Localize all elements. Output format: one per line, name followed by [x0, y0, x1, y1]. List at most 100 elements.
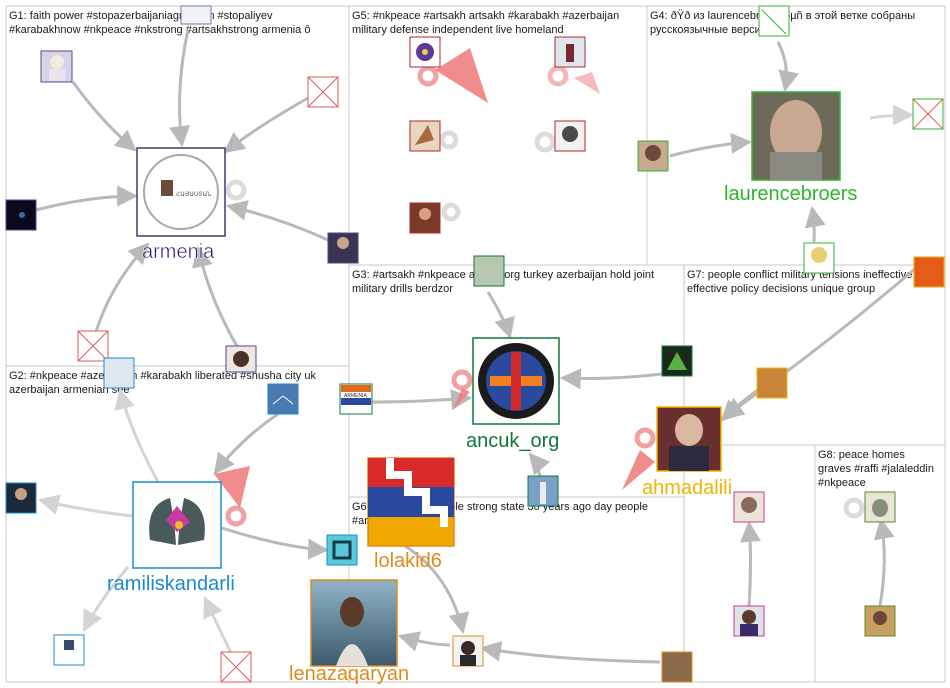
edge — [82, 566, 130, 632]
node-label-laurencebroers: laurencebroers — [724, 183, 857, 205]
avatar-missing-image[interactable] — [220, 651, 252, 683]
edge — [93, 242, 150, 336]
avatar-g2-square-logo[interactable] — [326, 534, 358, 566]
edge — [740, 520, 761, 607]
edge — [213, 412, 279, 475]
edges-light — [37, 104, 915, 656]
avatar-g3-armenia-badge[interactable]: ARMENIA — [339, 383, 373, 415]
edge — [776, 41, 799, 93]
edge — [873, 517, 895, 607]
avatar-g5-flower[interactable] — [409, 36, 441, 68]
edge — [221, 526, 330, 560]
avatar-g9-young[interactable] — [733, 605, 765, 637]
self-loop — [547, 65, 569, 87]
node-label-ahmadalili: ahmadalili — [642, 477, 732, 499]
node-ahmadalili[interactable] — [656, 406, 722, 472]
avatar-g2-dark-man[interactable] — [5, 482, 37, 514]
edge — [192, 245, 240, 349]
avatar-g1-anime[interactable] — [225, 345, 257, 373]
self-loop — [417, 65, 439, 87]
avatar-g4-logo[interactable] — [803, 242, 835, 274]
avatar-g5-people[interactable] — [409, 202, 441, 234]
avatar-g8-man[interactable] — [864, 605, 896, 637]
group-label-g2-line2: azerbaijan armenian see — [9, 384, 129, 396]
edge — [722, 266, 917, 419]
self-loop — [441, 202, 461, 222]
avatar-g3-statue2[interactable] — [527, 475, 559, 507]
edge — [528, 452, 551, 477]
avatar-g1-uniform[interactable] — [327, 232, 359, 264]
edge — [225, 200, 329, 242]
node-label-armenia: armenia — [142, 241, 215, 263]
avatar-g9-bearded[interactable] — [733, 491, 765, 523]
node-armenia[interactable]: ՀԱՅԱՍՏԱՆ — [136, 147, 226, 237]
avatar-g6-group[interactable] — [661, 651, 693, 683]
group-label-g3-line2: military drills berdzor — [352, 283, 453, 295]
edge — [804, 205, 826, 243]
group-label-g8-line3: #nkpeace — [818, 477, 866, 489]
avatar-g7-painting[interactable] — [756, 367, 788, 399]
edge — [114, 387, 160, 483]
self-loop — [843, 497, 865, 519]
self-loop-marker — [214, 466, 250, 508]
avatar-g2-book[interactable] — [267, 383, 299, 415]
avatar-g2-top[interactable] — [103, 357, 135, 389]
avatar-missing-image[interactable] — [77, 330, 109, 362]
self-loop-triangles — [214, 48, 655, 508]
group-label-g4-line2: русскоязычные версии — [650, 24, 767, 36]
avatar-missing-image[interactable] — [307, 76, 339, 108]
edge — [869, 104, 915, 126]
group-label-g5-line1: G5: #nkpeace #artsakh artsakh #karabakh … — [352, 10, 619, 22]
group-label-g7-line1: G7: people conflict military tensions in… — [687, 269, 912, 281]
avatar-g1-dark[interactable] — [5, 199, 37, 231]
avatar-g6-woman[interactable] — [452, 635, 484, 667]
avatar-g7-flag[interactable] — [913, 256, 945, 288]
node-lenazaqaryan[interactable] — [310, 579, 398, 667]
node-label-ancuk_org: ancuk_org — [466, 430, 559, 452]
avatar-g5-soldier[interactable] — [554, 36, 586, 68]
avatar-g4-woman[interactable] — [637, 140, 669, 172]
avatar-g1-elder[interactable] — [40, 50, 73, 83]
avatar-missing-image[interactable] — [912, 98, 944, 130]
avatar-g5-man[interactable] — [554, 120, 586, 152]
armenia-logo-text: ՀԱՅԱՍՏԱՆ — [176, 192, 212, 198]
edge — [397, 631, 451, 652]
self-loop — [634, 427, 656, 449]
group-label-g2-line1: G2: #nkpeace #azerbaijan #karabakh liber… — [9, 370, 316, 382]
avatar-g8-dog[interactable] — [864, 491, 896, 523]
group-label-g1-line2: #karabakhnow #nkpeace #nkstrong #artsakh… — [9, 24, 310, 36]
avatar-g2-uk-embassy[interactable] — [53, 634, 85, 666]
edge — [169, 29, 191, 148]
edge — [404, 544, 470, 635]
edge — [35, 185, 139, 212]
group-label-g7-line2: effective policy decisions unique group — [687, 283, 875, 295]
node-laurencebroers[interactable] — [751, 91, 841, 181]
group-label-g8-line1: G8: peace homes — [818, 449, 905, 461]
self-loop — [534, 131, 556, 153]
node-ancuk_org[interactable] — [472, 337, 560, 425]
node-ramiliskandarli[interactable] — [132, 481, 222, 569]
avatar-g4-top[interactable] — [758, 5, 790, 37]
group-box-g8 — [814, 444, 946, 683]
edge — [71, 81, 137, 152]
edge — [371, 389, 473, 410]
edges — [35, 29, 917, 664]
avatar-g5-bird[interactable] — [409, 120, 441, 152]
avatar-g3-statue[interactable] — [473, 255, 505, 287]
edge — [479, 640, 661, 664]
self-loop-marker — [622, 450, 655, 490]
edge — [203, 596, 234, 656]
group-label-g5-line2: military defense independent live homela… — [352, 24, 564, 36]
node-lolakid6[interactable] — [367, 457, 455, 547]
self-loop — [225, 179, 247, 201]
edge — [669, 132, 753, 158]
avatar-g3-media[interactable] — [661, 345, 693, 377]
avatar-g1-top[interactable] — [180, 5, 212, 25]
edge — [223, 96, 309, 154]
self-loop — [451, 369, 473, 391]
self-loop-marker — [453, 388, 470, 410]
self-loop — [439, 130, 459, 150]
self-loop — [225, 505, 247, 527]
self-loop-marker — [574, 72, 600, 94]
